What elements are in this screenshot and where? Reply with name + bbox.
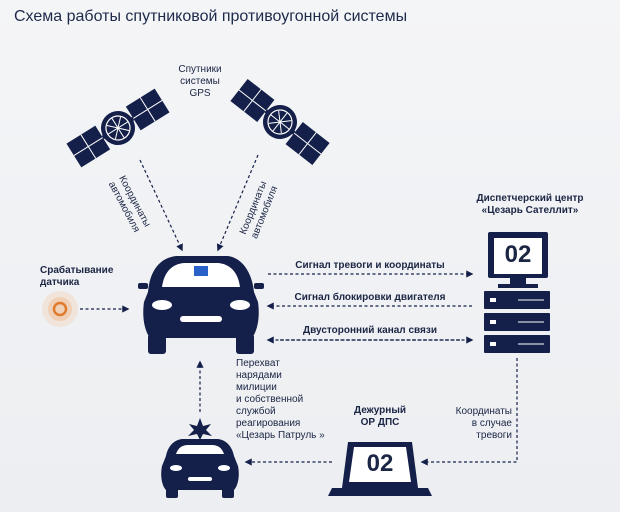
alarm-coords-label: Координаты в случае тревоги: [455, 406, 512, 441]
page-title: Схема работы спутниковой противоугонной …: [14, 8, 408, 25]
link-duplex-label: Двусторонний канал связи: [303, 325, 437, 336]
satellite-left-icon: [66, 88, 170, 168]
dispatch-monitor-icon: [488, 232, 548, 288]
link-alarm-label: Сигнал тревоги и координаты: [295, 260, 445, 271]
intercept-label: Перехват нарядами милиции и собственной …: [236, 358, 325, 441]
police-screen-number: 02: [366, 450, 394, 477]
sensor-label: Срабатывание датчика: [40, 265, 114, 288]
arrow-satellite-left-to-car: [139, 159, 183, 252]
arrow-satellite-right-to-car: [216, 154, 259, 252]
dispatch-server-icon: [484, 291, 550, 353]
police-desk-label: Дежурный ОР ДПС: [353, 405, 407, 428]
satellite-right-icon: [230, 78, 330, 166]
patrol-car-icon: [161, 418, 239, 498]
dispatch-label: Диспетчерский центр «Цезарь Сателлит»: [476, 193, 584, 216]
police-laptop-icon: [328, 442, 432, 496]
arrow-dispatch-to-police: [420, 358, 518, 466]
car-icon: [138, 256, 264, 354]
sensor-icon: [42, 291, 78, 327]
link-engine-block-label: Сигнал блокировки двигателя: [294, 292, 446, 303]
satellites-label: Спутники системы GPS: [178, 64, 222, 99]
dispatch-screen-number: 02: [504, 241, 532, 268]
